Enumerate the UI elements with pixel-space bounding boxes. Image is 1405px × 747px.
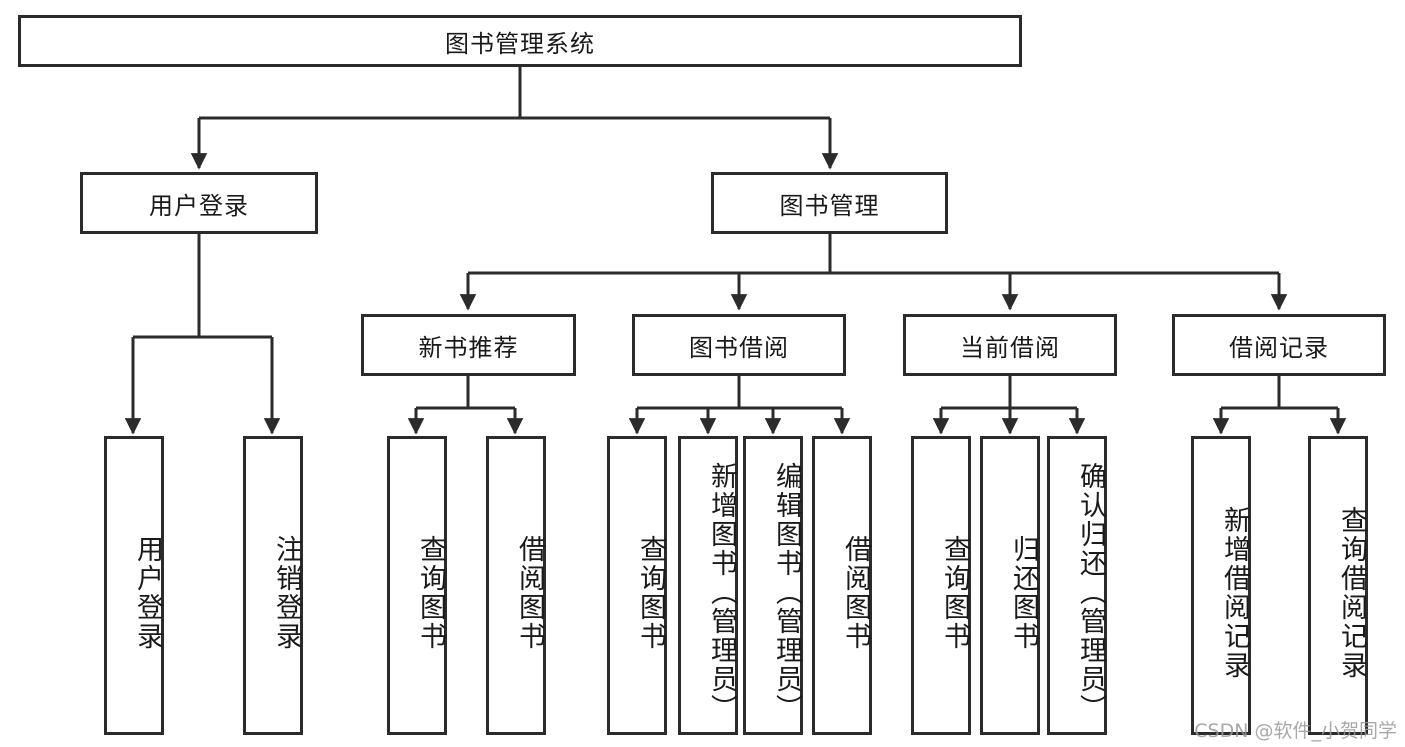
node-new-book-recommend[interactable]: 新书推荐 — [361, 314, 576, 376]
leaf-confirm-return-admin[interactable]: 确认归还（管理员） — [1047, 436, 1107, 735]
leaf-edit-book-admin[interactable]: 编辑图书（管理员） — [743, 436, 803, 735]
csdn-watermark: CSDN @软件_小贺同学 — [1194, 720, 1397, 742]
node-label: 新增借阅记录 — [1219, 505, 1250, 680]
node-current-borrow[interactable]: 当前借阅 — [903, 314, 1117, 376]
leaf-query-book-recommend[interactable]: 查询图书 — [387, 436, 447, 735]
node-book-borrow[interactable]: 图书借阅 — [632, 314, 846, 376]
leaf-query-book-borrow[interactable]: 查询图书 — [607, 436, 667, 735]
node-label: 图书管理系统 — [445, 29, 595, 58]
node-label: 确认归还（管理员） — [1075, 462, 1106, 723]
node-label: 注销登录 — [271, 534, 302, 651]
node-borrow-records[interactable]: 借阅记录 — [1172, 314, 1386, 376]
node-label: 新增图书（管理员） — [706, 462, 737, 723]
node-label: 图书管理 — [779, 191, 880, 220]
node-book-management[interactable]: 图书管理 — [711, 172, 948, 234]
node-label: 新书推荐 — [418, 333, 519, 362]
node-label: 归还图书 — [1008, 534, 1039, 651]
node-label: 查询图书 — [635, 534, 666, 651]
node-label: 借阅记录 — [1229, 333, 1329, 362]
leaf-borrow-book-recommend[interactable]: 借阅图书 — [486, 436, 546, 735]
leaf-add-book-admin[interactable]: 新增图书（管理员） — [678, 436, 738, 735]
node-label: 用户登录 — [149, 191, 249, 220]
node-label: 借阅图书 — [514, 534, 545, 651]
node-label: 编辑图书（管理员） — [771, 462, 802, 723]
node-label: 借阅图书 — [840, 534, 871, 651]
node-label: 当前借阅 — [960, 333, 1060, 362]
node-label: 图书借阅 — [689, 333, 789, 362]
leaf-query-book-current[interactable]: 查询图书 — [911, 436, 971, 735]
node-label: 查询图书 — [415, 534, 446, 651]
leaf-borrow-book[interactable]: 借阅图书 — [812, 436, 872, 735]
node-label: 用户登录 — [132, 534, 163, 651]
leaf-add-borrow-record[interactable]: 新增借阅记录 — [1191, 436, 1251, 735]
node-root-system[interactable]: 图书管理系统 — [18, 15, 1022, 67]
node-user-login[interactable]: 用户登录 — [80, 172, 318, 234]
leaf-query-borrow-record[interactable]: 查询借阅记录 — [1308, 436, 1368, 735]
node-label: 查询图书 — [939, 534, 970, 651]
leaf-return-book[interactable]: 归还图书 — [980, 436, 1040, 735]
node-label: 查询借阅记录 — [1336, 505, 1367, 680]
leaf-logout[interactable]: 注销登录 — [243, 436, 303, 735]
leaf-user-login[interactable]: 用户登录 — [104, 436, 164, 735]
